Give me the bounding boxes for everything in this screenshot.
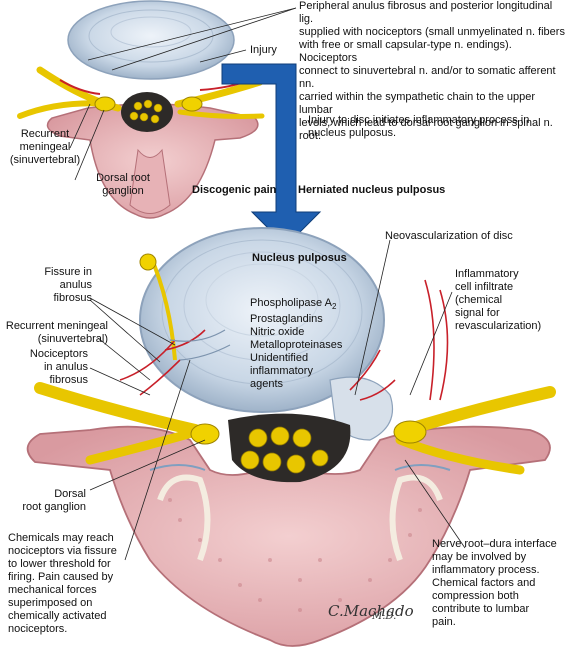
artist-signature: C.Machado (328, 592, 414, 620)
top-spinous-process (129, 148, 171, 214)
recurrent-meningeal-bottom-label: Recurrent meningeal (sinuvertebral) (5, 320, 108, 345)
top-dural-sac (121, 92, 173, 132)
peripheral-anulus-label: Peripheral anulus fibrosus and posterior… (299, 0, 565, 142)
mediators-block: Phospholipase A2 Prostaglandins Nitric o… (250, 284, 370, 404)
mediators-list: Prostaglandins Nitric oxide Metalloprote… (250, 313, 343, 391)
bottom-disc (139, 227, 385, 413)
artist-signature-md: M.D. (372, 611, 397, 622)
bottom-ganglion-left (190, 423, 220, 445)
top-ganglion-left (94, 96, 116, 112)
chemicals-label: Chemicals may reach nociceptors via fiss… (8, 532, 117, 635)
discogenic-pain-label: Discogenic pain (192, 184, 277, 196)
nerve-root-dura-label: Nerve root–dura interface may be involve… (432, 538, 557, 628)
neovascularization-label: Neovascularization of disc (385, 230, 513, 242)
cauda-equina-roots (240, 426, 329, 474)
signature-name: C.Machado (328, 602, 414, 620)
injury-label: Injury (250, 44, 277, 56)
recurrent-meningeal-top-label: Recurrent meningeal (sinuvertebral) (9, 128, 81, 166)
anulus-fissures (169, 329, 231, 361)
nucleus-pulposus-label: Nucleus pulposus (252, 252, 347, 264)
phospholipase-subscript: 2 (331, 302, 337, 312)
top-disc (67, 0, 235, 80)
top-ganglion-right (181, 96, 203, 112)
fissure-label: Fissure in anulus fibrosus (44, 266, 92, 304)
bottom-nerve-left (34, 382, 201, 436)
bottom-ganglion-right (393, 420, 427, 444)
top-leaders (69, 7, 297, 181)
bottom-dural-sac (228, 413, 351, 483)
nociceptors-label: Nociceptors in anulus fibrosus (29, 348, 88, 386)
inflammatory-infiltrate-label: Inflammatory cell infiltrate (chemical s… (455, 268, 542, 332)
bottom-leaders (89, 239, 466, 561)
injury-inflammatory-label: Injury to disc initiates inflammatory pr… (308, 114, 530, 139)
dorsal-root-ganglion-top-label: Dorsal root ganglion (96, 172, 150, 197)
dorsal-root-ganglion-bottom-label: Dorsal root ganglion (22, 488, 86, 513)
phospholipase-label: Phospholipase A (250, 297, 332, 309)
herniated-nucleus-pulposus-label: Herniated nucleus pulposus (298, 184, 446, 196)
neovascular-vessels (119, 279, 449, 401)
top-vertebra (17, 0, 265, 219)
